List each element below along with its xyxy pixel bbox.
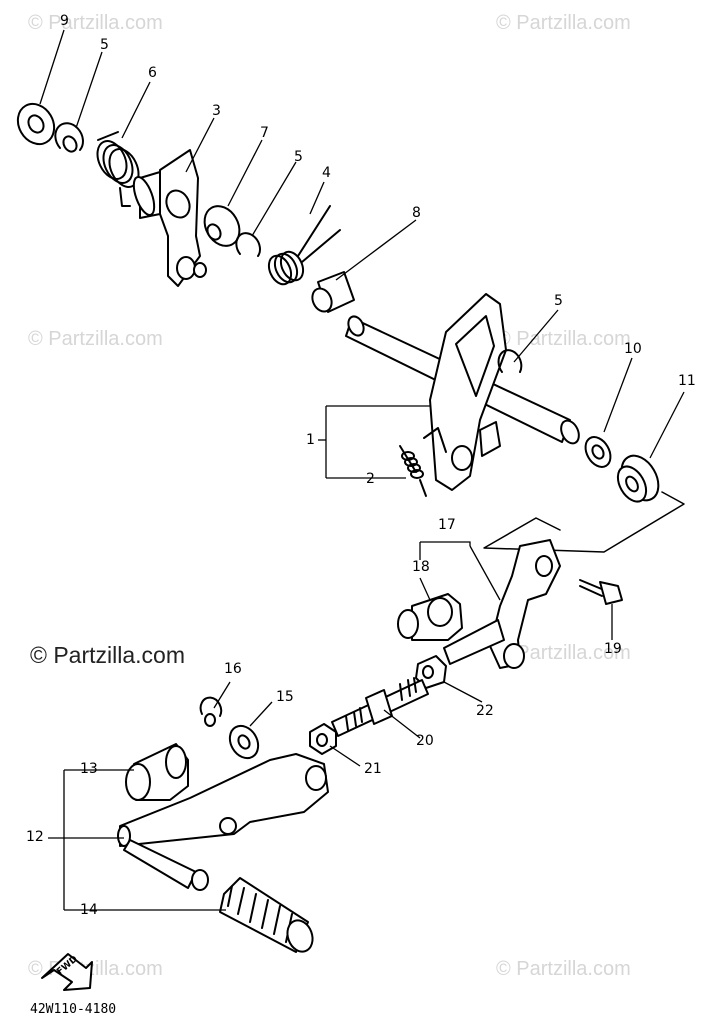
- connector-line: [483, 491, 685, 553]
- watermark: © Partzilla.com: [496, 642, 631, 664]
- leader-4: [309, 181, 325, 215]
- leader-3: [185, 117, 215, 173]
- part-nut-21: [309, 723, 337, 755]
- part-adjuster-20: [331, 677, 429, 737]
- part-circlip-16: [199, 696, 223, 727]
- callout-4: 4: [322, 165, 331, 181]
- part-bushing-13: [125, 743, 189, 801]
- diagram-code: 42W110-4180: [30, 1002, 117, 1017]
- part-shift-shaft-1: [345, 293, 580, 491]
- part-spring-2: [399, 445, 427, 497]
- callout-2: 2: [366, 471, 375, 487]
- callout-5: 5: [100, 37, 109, 53]
- part-washer-15: [228, 724, 260, 760]
- leader-9: [39, 29, 65, 105]
- part-seal-11: [616, 454, 660, 503]
- watermark: © Partzilla.com: [28, 328, 163, 350]
- leader-15: [249, 701, 273, 727]
- callout-15: 15: [276, 689, 294, 705]
- callout-6: 6: [148, 65, 157, 81]
- watermark: © Partzilla.com: [28, 12, 163, 34]
- part-spring-4: [267, 205, 341, 286]
- callout-14: 14: [80, 902, 98, 918]
- watermark: © Partzilla.com: [496, 328, 631, 350]
- leader-22: [443, 681, 483, 703]
- callout-8: 8: [412, 205, 421, 221]
- leader-18: [419, 577, 431, 601]
- part-circlip-5c: [497, 349, 523, 373]
- leader-6: [121, 81, 151, 139]
- leader-17: [469, 545, 501, 601]
- part-washer-7: [203, 205, 241, 247]
- part-circlip-5b: [235, 232, 261, 257]
- leader-20: [383, 709, 421, 739]
- part-bolt-19: [579, 579, 623, 605]
- part-rod-end-18: [397, 593, 505, 665]
- part-collar-8: [311, 271, 355, 313]
- leader-10: [603, 357, 633, 433]
- fwd-arrow-icon: [41, 953, 93, 991]
- callout-5: 5: [554, 293, 563, 309]
- leader-7: [227, 139, 263, 207]
- callout-18: 18: [412, 559, 430, 575]
- watermark: © Partzilla.com: [496, 958, 631, 980]
- callout-22: 22: [476, 703, 494, 719]
- leader-5b: [251, 161, 297, 237]
- callout-17: 17: [438, 517, 456, 533]
- callout-19: 19: [604, 641, 622, 657]
- part-circlip-5a: [54, 122, 84, 153]
- part-shift-pedal-12: [117, 753, 329, 891]
- leader-5a: [75, 51, 103, 129]
- callout-12: 12: [26, 829, 44, 845]
- callout-1: 1: [306, 432, 315, 448]
- watermark-prominent: © Partzilla.com: [30, 642, 185, 668]
- callout-16: 16: [224, 661, 242, 677]
- part-spring-6: [96, 131, 140, 207]
- leader-21: [329, 745, 361, 767]
- leader-5c: [513, 309, 559, 363]
- leader-8: [335, 219, 417, 281]
- callout-20: 20: [416, 733, 434, 749]
- watermark: © Partzilla.com: [496, 12, 631, 34]
- callout-13: 13: [80, 761, 98, 777]
- callout-10: 10: [624, 341, 642, 357]
- callout-7: 7: [260, 125, 269, 141]
- callout-3: 3: [212, 103, 221, 119]
- leader-11: [649, 391, 685, 459]
- part-washer-10: [584, 436, 612, 468]
- callout-11: 11: [678, 373, 696, 389]
- part-arm-3: [132, 149, 207, 287]
- callout-5: 5: [294, 149, 303, 165]
- callout-9: 9: [60, 13, 69, 29]
- leader-17-bracket: [420, 541, 471, 546]
- part-washer-9: [16, 102, 56, 146]
- part-rubber-14: [219, 877, 314, 953]
- callout-21: 21: [364, 761, 382, 777]
- part-shift-arm-17: [489, 539, 561, 669]
- leader-16: [213, 681, 231, 709]
